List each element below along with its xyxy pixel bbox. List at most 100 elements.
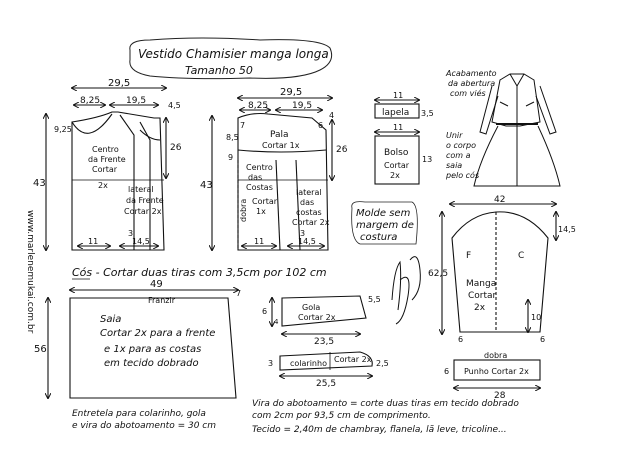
back-width: 29,5 [280,87,302,98]
colarinho-left: 3 [268,359,273,368]
sleeve-c: C [518,251,524,261]
sleeve-outline [451,211,549,333]
colarinho-piece [279,351,373,376]
back-shoulder: 8,5 [226,133,239,142]
back-top-right: 19,5 [292,101,312,111]
colarinho-outline [279,351,373,371]
punho-dobra: dobra [484,351,507,360]
front-bottom-left: 11 [88,237,98,246]
lapela-piece [375,100,419,119]
front-shoulder: 9,25 [54,125,72,134]
notes: Acabamento da abertura com viés Unir o c… [445,69,497,180]
note-acabamento-1: Acabamento [445,69,497,78]
back-right-small: 4 [329,111,334,120]
back-center-2: das [248,173,262,182]
back-bodice [212,98,332,250]
note-unir-5: pelo cós [445,170,479,180]
note-acabamento-2: da abertura [448,79,495,88]
back-nine: 9 [228,153,233,162]
front-outline [71,111,165,251]
molde-1: Molde sem [356,208,411,219]
back-three: 3 [300,229,305,238]
front-side: 26 [170,143,182,153]
dress-illustration [473,73,561,187]
front-three: 3 [128,229,133,238]
punho-width: 28 [494,391,506,401]
colarinho-cortar: Cortar 2x [334,355,372,364]
punho-left: 6 [444,367,449,376]
saia-line-4: em tecido dobrado [104,358,199,369]
lapela-label: lapela [382,108,409,118]
front-right-small: 4,5 [168,101,181,110]
gola-width: 23,5 [314,337,334,347]
front-lateral-1: lateral [128,185,154,194]
sleeve-vert: 10 [531,313,541,322]
molde-2: margem de [356,220,414,231]
back-lateral-4: Cortar 2x [292,218,330,227]
back-cortar-2: 1x [256,207,266,216]
sleeve-height: 62,5 [428,269,448,279]
saia-right-small: 7 [236,289,241,298]
front-center-4: 2x [98,181,108,190]
back-center-3: Costas [246,183,273,192]
note-unir-1: Unir [446,131,463,140]
front-lateral-3: Cortar 2x [124,207,162,216]
bolso-width: 11 [393,123,403,132]
punho-piece [454,359,540,388]
entretela-1: Entretela para colarinho, gola [72,409,206,419]
bolso-piece [375,132,419,185]
gola-label-1: Gola [302,303,320,312]
saia-franzir: Franzir [148,296,176,305]
vira-1: Vira do abotoamento = corte duas tiras e… [252,399,519,409]
colarinho-right: 2,5 [376,359,389,368]
back-seven: 7 [240,121,245,130]
back-six: 6 [318,121,323,130]
back-height: 43 [200,180,213,191]
saia-piece [48,290,238,398]
gola-label-2: Cortar 2x [298,313,336,322]
colarinho-width: 25,5 [316,379,336,389]
lapela-width: 11 [393,91,403,100]
bolso-height: 13 [422,155,432,164]
front-bodice [46,88,166,250]
back-side: 26 [336,145,348,155]
back-pala-2: Cortar 1x [262,141,300,150]
colarinho-label: colarinho [290,359,327,368]
gola-left: 6 [262,307,267,316]
saia-width: 49 [150,279,163,290]
front-center-1: Centro [92,145,119,154]
bolso-label-1: Bolso [384,148,409,158]
lapela-height: 3,5 [421,109,434,118]
sleeve-label-2: Cortar [468,291,497,301]
cos-text: Cós - Cortar duas tiras com 3,5cm por 10… [72,266,327,279]
back-yoke [237,149,327,153]
back-bodice-labels: 29,5 8,25 19,5 4 8,5 6 7 9 26 43 Pala Co… [200,87,348,246]
molde-note: Molde sem margem de costura [351,201,418,245]
back-bottom-left: 11 [254,237,264,246]
note-unir-3: com a [446,151,471,160]
note-acabamento-3: com viés [450,88,486,98]
back-lateral-3: costas [296,208,322,217]
title-cloud [129,37,333,80]
front-height: 43 [33,178,46,189]
sleeve-bottom-left: 6 [458,335,463,344]
front-bodice-labels: 29,5 8,25 19,5 4,5 9,25 26 43 Centro da … [33,78,182,246]
gola-piece [272,295,367,334]
sleeve-width: 42 [494,195,505,205]
back-top-left: 8,25 [248,101,268,111]
saia-line-3: e 1x para as costas [104,344,201,355]
title-line1: Vestido Chamisier manga longa [138,47,329,61]
bolso-label-2: Cortar [384,161,410,170]
bolso-label-3: 2x [390,171,400,180]
front-center-3: Cortar [92,165,118,174]
front-width: 29,5 [108,78,130,89]
sleeve-piece [442,204,556,334]
punho-label: Punho Cortar 2x [464,367,529,376]
front-center-2: da Frente [88,155,126,164]
title-block: Vestido Chamisier manga longa Tamanho 50 [129,37,333,80]
front-top-right: 19,5 [126,96,146,106]
signature [391,256,421,325]
entretela-2: e vira do abotoamento = 30 cm [72,421,216,431]
sleeve-cap: 14,5 [558,225,576,234]
